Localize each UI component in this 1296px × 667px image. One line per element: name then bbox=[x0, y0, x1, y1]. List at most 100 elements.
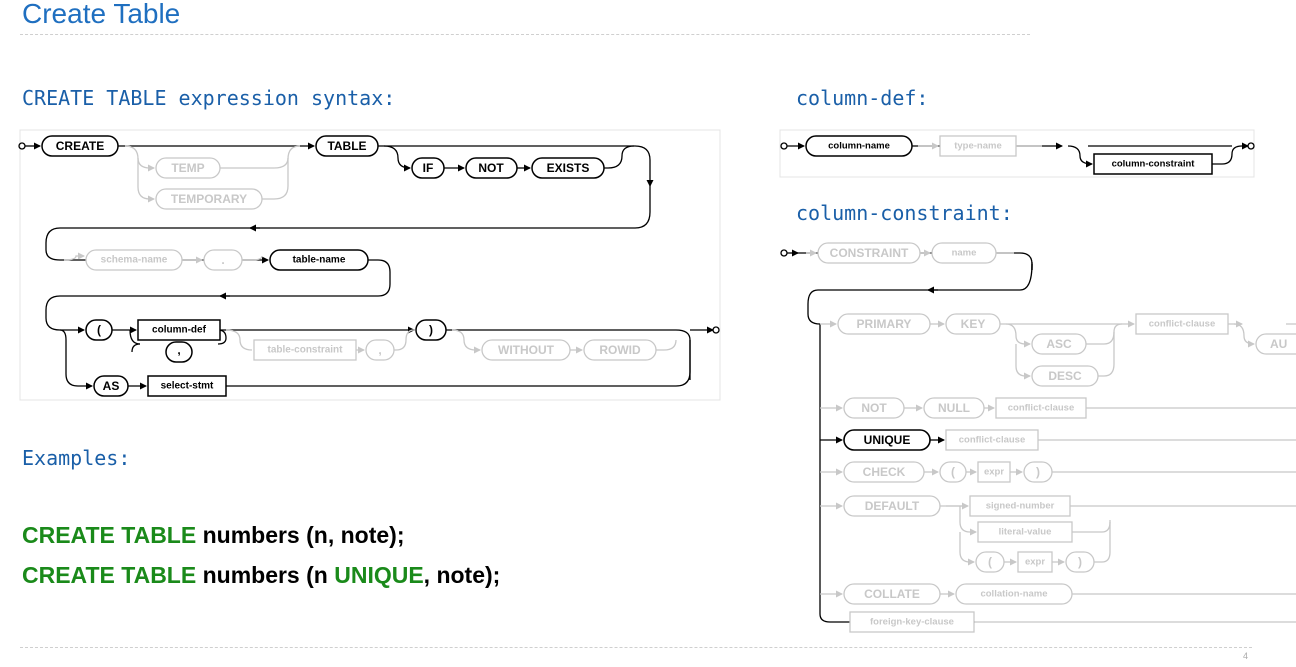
table-label: TABLE bbox=[327, 139, 366, 153]
signed-number-node: signed-number bbox=[969, 495, 1071, 517]
rowid-label: ROWID bbox=[599, 343, 641, 357]
table-constraint-node: table-constraint bbox=[253, 339, 357, 361]
name-node: name bbox=[931, 242, 997, 264]
foreign-key-clause-node: foreign-key-clause bbox=[849, 611, 975, 633]
constraint-label: CONSTRAINT bbox=[830, 246, 909, 260]
dot-label: . bbox=[221, 253, 224, 267]
example-keyword-unique: UNIQUE bbox=[334, 562, 424, 588]
table-constraint-label: table-constraint bbox=[267, 345, 343, 356]
literal-value-node: literal-value bbox=[977, 521, 1073, 543]
asc-label: ASC bbox=[1046, 337, 1072, 351]
lparen-label: ( bbox=[97, 323, 101, 337]
example-keyword: CREATE TABLE bbox=[22, 562, 197, 588]
default-keyword: DEFAULT bbox=[843, 495, 941, 517]
default-expr-node: expr bbox=[1017, 551, 1053, 573]
create-label: CREATE bbox=[56, 139, 104, 153]
column-def-heading: column-def: bbox=[796, 86, 929, 110]
rparen-label: ) bbox=[429, 323, 433, 337]
if-label: IF bbox=[423, 161, 434, 175]
without-label: WITHOUT bbox=[498, 343, 555, 357]
asc-keyword: ASC bbox=[1031, 333, 1087, 355]
collate-keyword: COLLATE bbox=[843, 583, 941, 605]
default-rparen-label: ) bbox=[1078, 555, 1082, 569]
conflict-clause-label: conflict-clause bbox=[1008, 403, 1075, 414]
column-constraint-syntax-diagram: CONSTRAINT name PRIMARY KEY ASC DESC con… bbox=[780, 242, 1296, 633]
schema-name-node: schema-name bbox=[85, 249, 183, 271]
create-table-heading: CREATE TABLE expression syntax: bbox=[22, 86, 396, 110]
check-label: CHECK bbox=[863, 465, 906, 479]
example-text: numbers (n, note); bbox=[196, 522, 405, 548]
page-title: Create Table bbox=[22, 0, 181, 29]
table-keyword: TABLE bbox=[315, 135, 379, 157]
not-keyword: NOT bbox=[465, 157, 518, 179]
as-keyword: AS bbox=[93, 375, 129, 397]
primary-keyword: PRIMARY bbox=[837, 313, 931, 335]
signed-number-label: signed-number bbox=[986, 501, 1055, 512]
default-lparen-token: ( bbox=[975, 551, 1005, 573]
select-stmt-node: select-stmt bbox=[147, 375, 227, 397]
as-label: AS bbox=[103, 379, 120, 393]
exists-label: EXISTS bbox=[547, 161, 590, 175]
footer-divider bbox=[20, 647, 1252, 648]
not-keyword: NOT bbox=[843, 397, 905, 419]
title-divider bbox=[20, 34, 1030, 35]
temporary-keyword: TEMPORARY bbox=[155, 188, 263, 210]
literal-value-label: literal-value bbox=[999, 527, 1052, 538]
autoincrement-keyword: AU bbox=[1255, 333, 1296, 355]
unique-keyword: UNIQUE bbox=[843, 429, 931, 451]
not-label: NOT bbox=[861, 401, 887, 415]
temp-label: TEMP bbox=[171, 161, 204, 175]
not-label: NOT bbox=[478, 161, 504, 175]
desc-keyword: DESC bbox=[1031, 365, 1099, 387]
without-keyword: WITHOUT bbox=[481, 339, 571, 361]
default-expr-label: expr bbox=[1025, 557, 1045, 568]
conflict-clause-label: conflict-clause bbox=[1149, 319, 1216, 330]
key-label: KEY bbox=[961, 317, 986, 331]
comma-token: , bbox=[165, 341, 193, 363]
example-text: numbers (n bbox=[196, 562, 335, 588]
check-rparen-token: ) bbox=[1023, 461, 1053, 483]
select-stmt-label: select-stmt bbox=[161, 381, 214, 392]
rowid-keyword: ROWID bbox=[583, 339, 657, 361]
table-name-node: table-name bbox=[269, 249, 369, 271]
example-line-2: CREATE TABLE numbers (n UNIQUE, note); bbox=[22, 562, 500, 589]
column-name-node: column-name bbox=[805, 135, 913, 157]
column-def-syntax-diagram: column-name type-name column-constraint bbox=[779, 129, 1255, 178]
default-rparen-token: ) bbox=[1065, 551, 1095, 573]
comma2-label: , bbox=[378, 343, 381, 357]
desc-label: DESC bbox=[1048, 369, 1082, 383]
lparen-token: ( bbox=[85, 319, 113, 341]
default-lparen-label: ( bbox=[988, 555, 992, 569]
if-keyword: IF bbox=[411, 157, 445, 179]
table-name-label: table-name bbox=[293, 255, 346, 266]
example-text: , note); bbox=[423, 562, 501, 588]
check-lparen-token: ( bbox=[939, 461, 967, 483]
primary-label: PRIMARY bbox=[857, 317, 912, 331]
column-name-label: column-name bbox=[828, 141, 890, 152]
temp-keyword: TEMP bbox=[155, 157, 221, 179]
conflict-clause-node-unique: conflict-clause bbox=[945, 429, 1039, 451]
examples-heading: Examples: bbox=[22, 446, 131, 470]
column-def-node: column-def bbox=[137, 319, 221, 341]
collation-name-label: collation-name bbox=[980, 589, 1047, 600]
create-table-syntax-diagram: CREATE TEMP TEMPORARY TABLE IF NOT EXIST… bbox=[18, 129, 721, 401]
column-constraint-heading: column-constraint: bbox=[796, 201, 1013, 225]
conflict-clause-label: conflict-clause bbox=[959, 435, 1026, 446]
conflict-clause-node-primary: conflict-clause bbox=[1135, 313, 1229, 335]
check-rparen-label: ) bbox=[1036, 465, 1040, 479]
column-def-label: column-def bbox=[152, 325, 207, 336]
collation-name-node: collation-name bbox=[955, 583, 1073, 605]
column-constraint-node: column-constraint bbox=[1093, 153, 1213, 175]
column-constraint-label: column-constraint bbox=[1112, 159, 1196, 170]
conflict-clause-node-null: conflict-clause bbox=[995, 397, 1087, 419]
autoincrement-label: AU bbox=[1270, 337, 1287, 351]
dot-token: . bbox=[203, 249, 243, 271]
create-keyword: CREATE bbox=[41, 135, 119, 157]
key-keyword: KEY bbox=[945, 313, 1001, 335]
comma-label: , bbox=[177, 343, 180, 357]
page-number: 4 bbox=[1243, 651, 1249, 661]
comma2-token: , bbox=[365, 339, 395, 361]
unique-label: UNIQUE bbox=[864, 433, 911, 447]
collate-label: COLLATE bbox=[864, 587, 920, 601]
check-expr-node: expr bbox=[977, 461, 1011, 483]
